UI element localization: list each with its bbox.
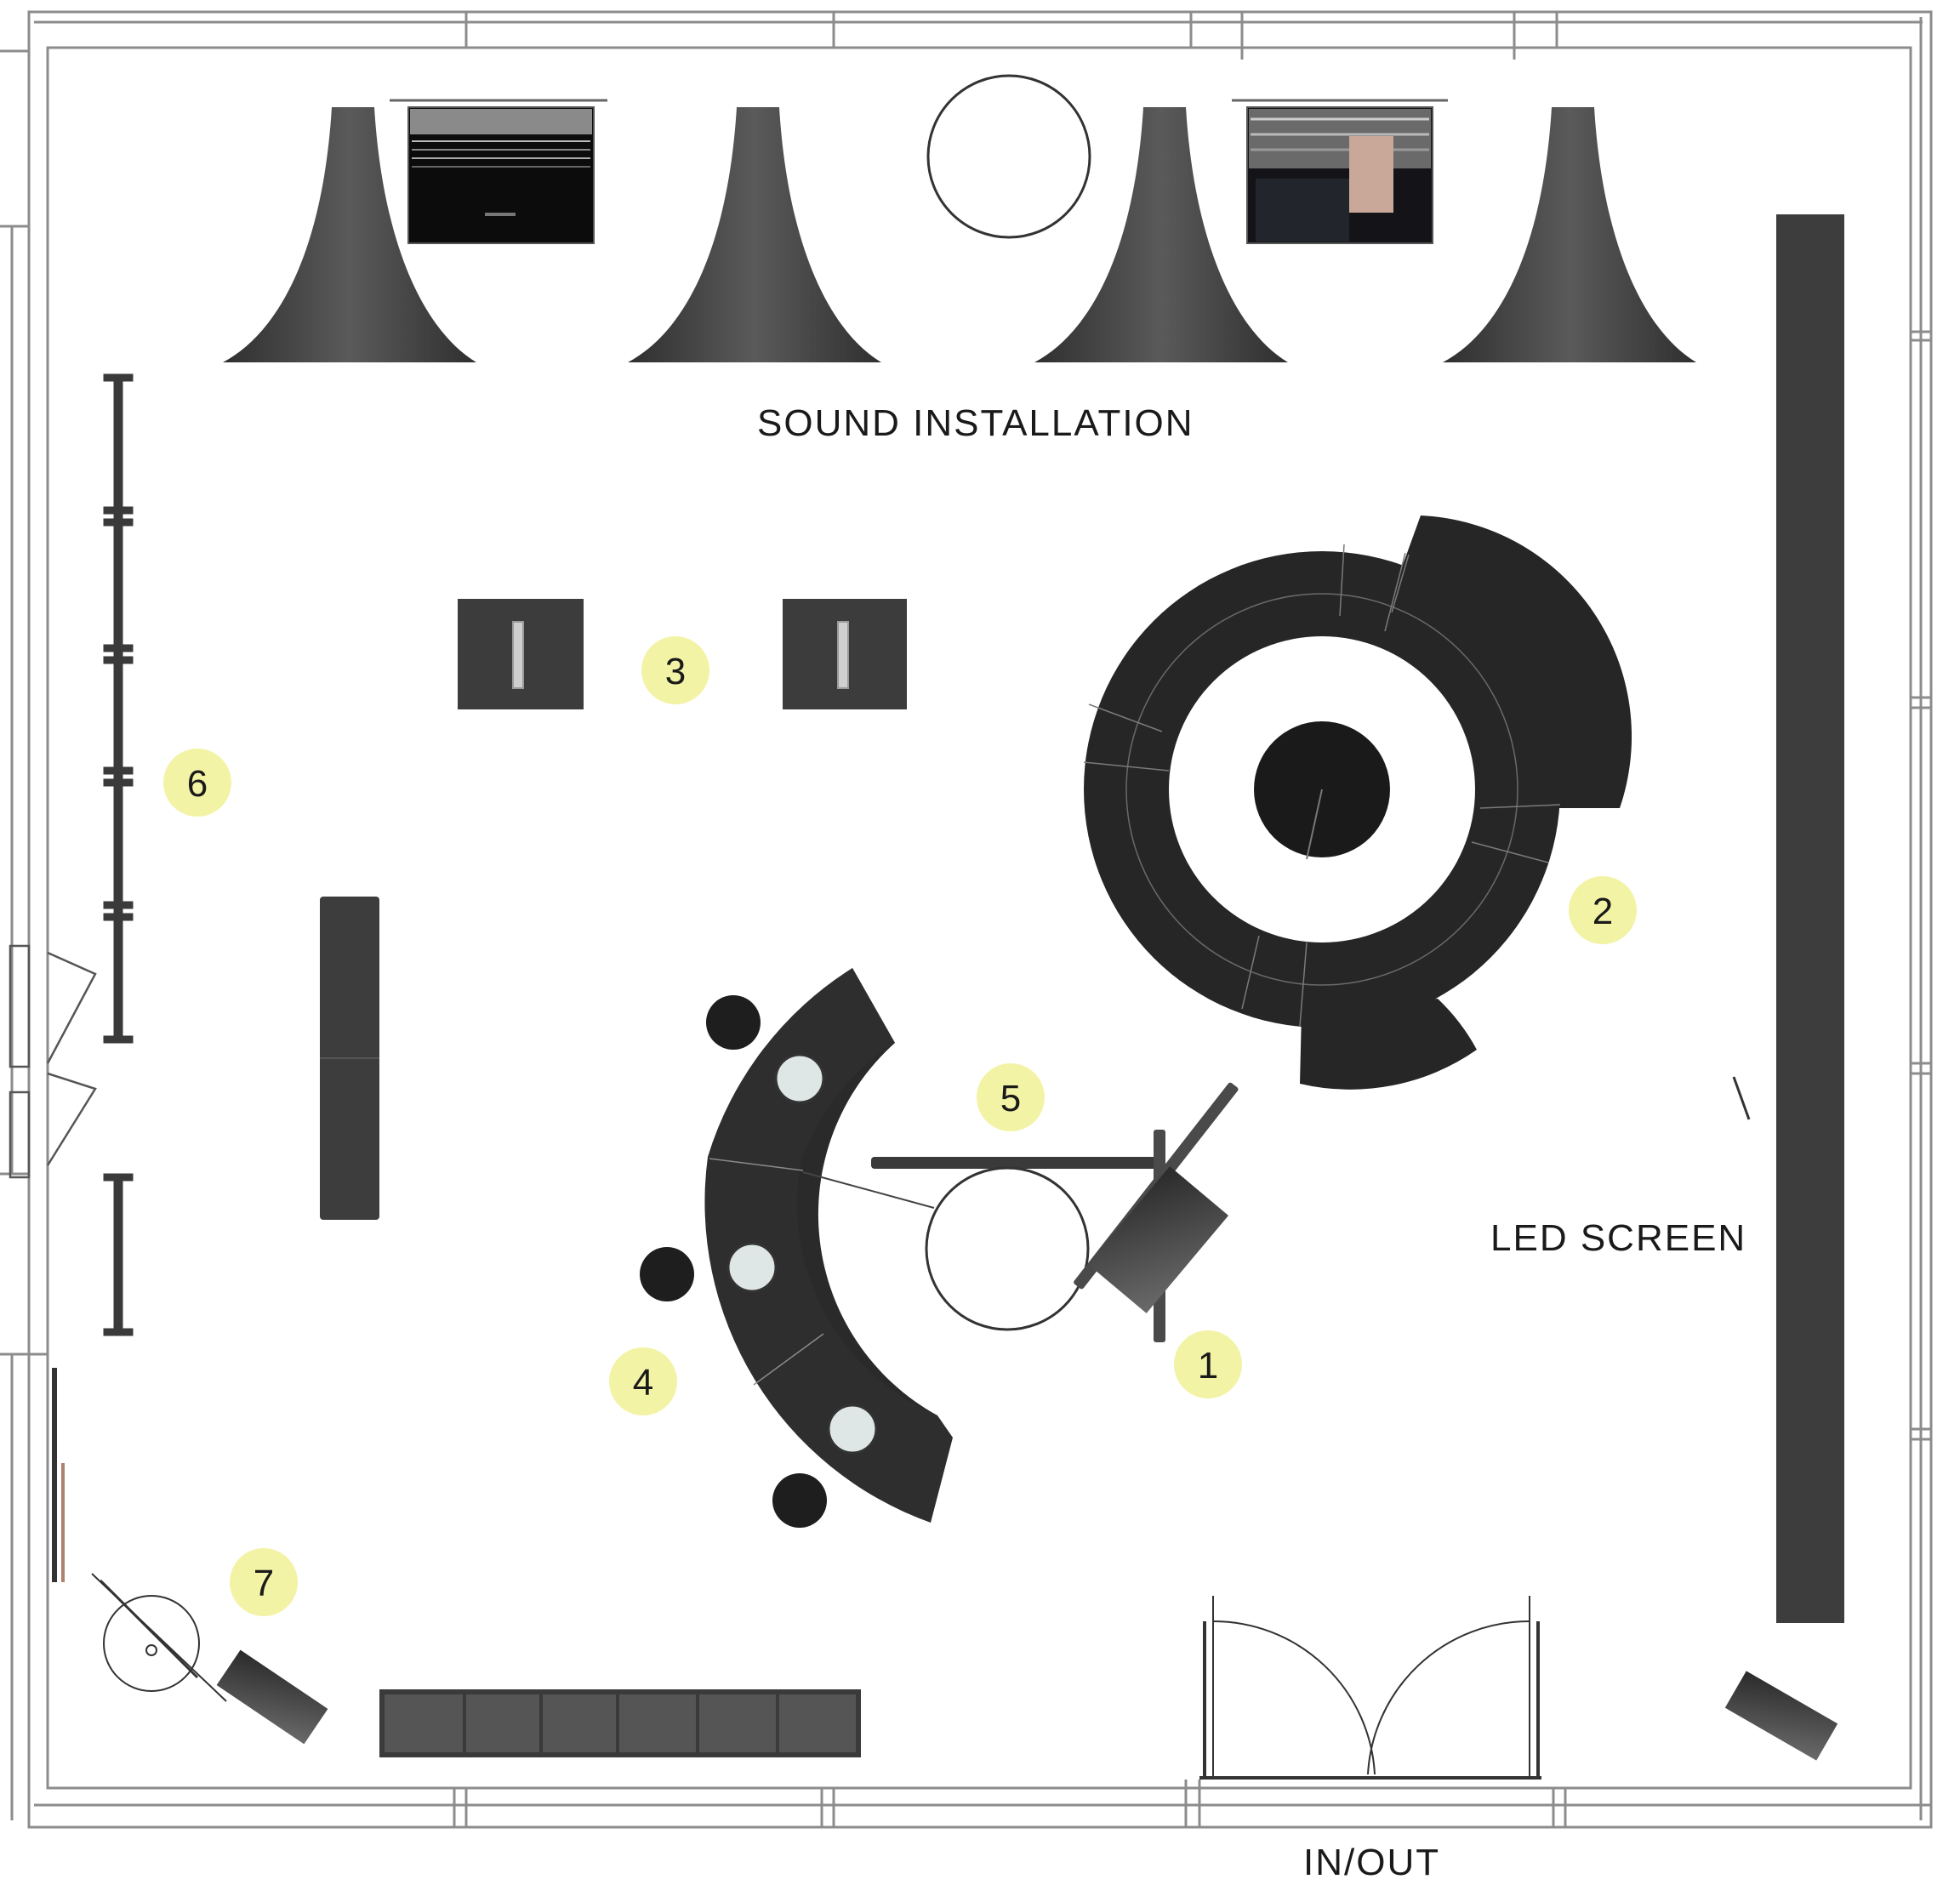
center-installation (871, 1082, 1239, 1342)
display-pedestals (458, 599, 907, 709)
svg-text:3: 3 (665, 651, 686, 692)
svg-text:4: 4 (633, 1362, 653, 1404)
inner-wall (46, 46, 1912, 1790)
marker-6: 6 (163, 749, 231, 817)
markers: 1 2 3 4 5 6 7 (163, 636, 1637, 1616)
round-table (925, 1166, 1090, 1331)
entrance-label: IN/OUT (1303, 1842, 1440, 1883)
curved-bench (640, 968, 953, 1528)
marker-3: 3 (641, 636, 709, 704)
walls (0, 10, 1933, 1829)
svg-text:1: 1 (1198, 1345, 1218, 1387)
svg-text:7: 7 (254, 1563, 274, 1604)
led-screen-label: LED SCREEN (1490, 1217, 1746, 1259)
side-doors (9, 944, 97, 1582)
sound-installation-label: SOUND INSTALLATION (757, 402, 1194, 444)
speaker-cabinet (1724, 1671, 1838, 1761)
horn-speaker-icon (223, 107, 476, 362)
outer-wall (27, 10, 1933, 1829)
marker-5: 5 (977, 1063, 1045, 1131)
display-panel (320, 897, 379, 1220)
round-table (926, 74, 1091, 239)
led-screen: LED SCREEN (1490, 214, 1844, 1623)
marker-4: 4 (609, 1347, 677, 1415)
marker-7: 7 (230, 1548, 298, 1616)
circular-seating (1083, 515, 1632, 1090)
video-screen (407, 106, 595, 244)
speaker-cabinet (216, 1649, 328, 1745)
wall-display-rail (103, 373, 134, 1336)
video-screen (1246, 106, 1433, 244)
horn-speaker-icon (1443, 107, 1696, 362)
marker-1: 1 (1174, 1330, 1242, 1398)
horn-speaker-icon (628, 107, 881, 362)
svg-text:5: 5 (1000, 1078, 1021, 1119)
sound-installation: SOUND INSTALLATION (223, 74, 1696, 444)
marker-2: 2 (1569, 876, 1637, 944)
stool (640, 1247, 694, 1301)
rotating-panel (91, 1573, 227, 1702)
horn-speaker-icon (1034, 107, 1288, 362)
svg-text:2: 2 (1592, 891, 1613, 932)
stool (706, 995, 761, 1050)
storage-bench (379, 1689, 861, 1757)
stool (772, 1473, 827, 1528)
svg-text:6: 6 (187, 763, 208, 805)
entrance-doors (1199, 1596, 1541, 1780)
